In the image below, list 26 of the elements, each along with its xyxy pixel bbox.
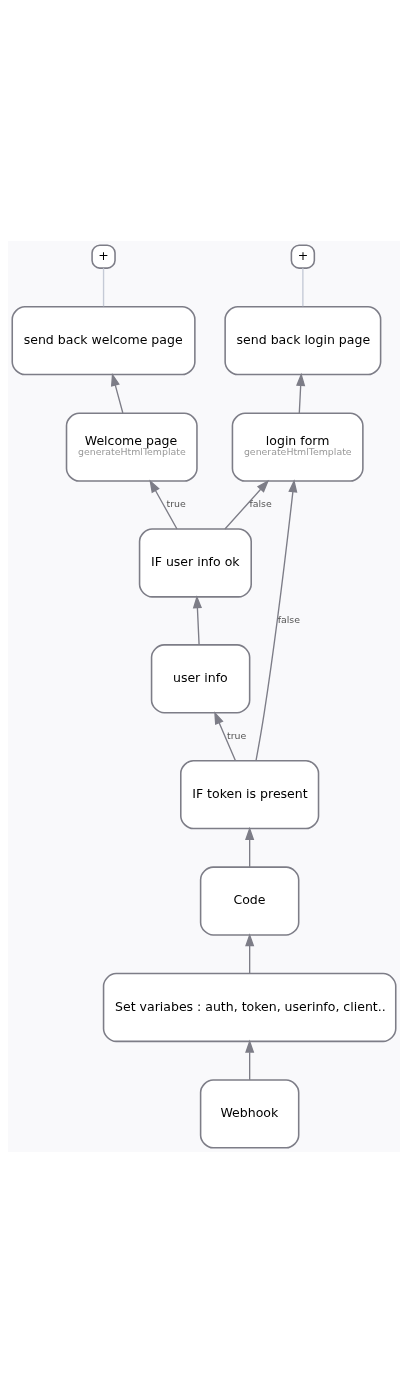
node-box: Welcome page generateHtmlTemplate: [65, 411, 198, 482]
arrow: [224, 479, 270, 530]
edge-label: true: [166, 497, 186, 509]
node-box: Set variabes : auth, token, userinfo, client..: [102, 972, 397, 1042]
arrow: [214, 710, 237, 761]
arrow: [245, 932, 255, 974]
arrow: [296, 372, 306, 414]
node-box: Code: [199, 865, 300, 936]
node-box: send back login page: [224, 305, 382, 375]
arrow: [245, 826, 255, 868]
node-box: login form generateHtmlTemplate: [231, 411, 364, 482]
arrow: [110, 372, 124, 414]
node-box: Webhook: [199, 1078, 300, 1149]
connector: [102, 267, 105, 307]
edge-label: true: [226, 729, 247, 741]
arrow: [192, 594, 203, 645]
arrow: [149, 479, 178, 530]
edge-label: false: [249, 497, 272, 509]
arrow: [255, 478, 298, 761]
connector: [302, 267, 304, 307]
node-box: user info: [150, 643, 251, 713]
edge-label: false: [277, 613, 300, 625]
node-box: IF user info ok: [138, 527, 252, 598]
arrow: [245, 1039, 255, 1081]
node-box: IF token is present: [180, 759, 320, 829]
node-box: send back welcome page: [11, 305, 196, 375]
